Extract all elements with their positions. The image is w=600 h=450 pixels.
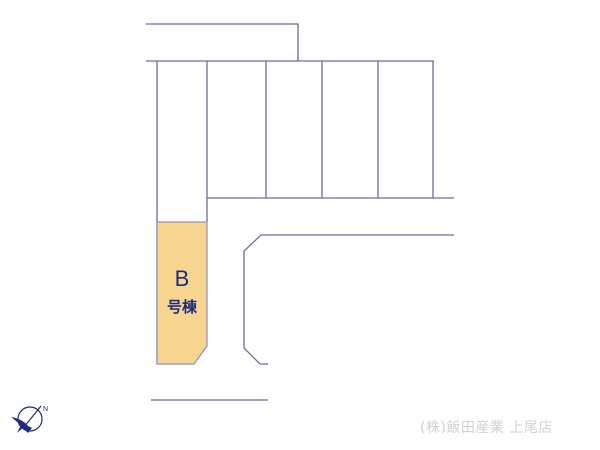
lot-suffix: 号棟 bbox=[166, 298, 197, 316]
company-watermark: (株)飯田産業 上尾店 bbox=[420, 420, 553, 436]
lot-b-highlight bbox=[156, 221, 208, 365]
lot-letter: B bbox=[174, 266, 190, 291]
top-boundary-line bbox=[146, 23, 299, 61]
compass-north-label: N bbox=[43, 406, 48, 413]
road-corner-block bbox=[243, 234, 454, 365]
north-arrow-compass-icon: N bbox=[11, 405, 48, 433]
